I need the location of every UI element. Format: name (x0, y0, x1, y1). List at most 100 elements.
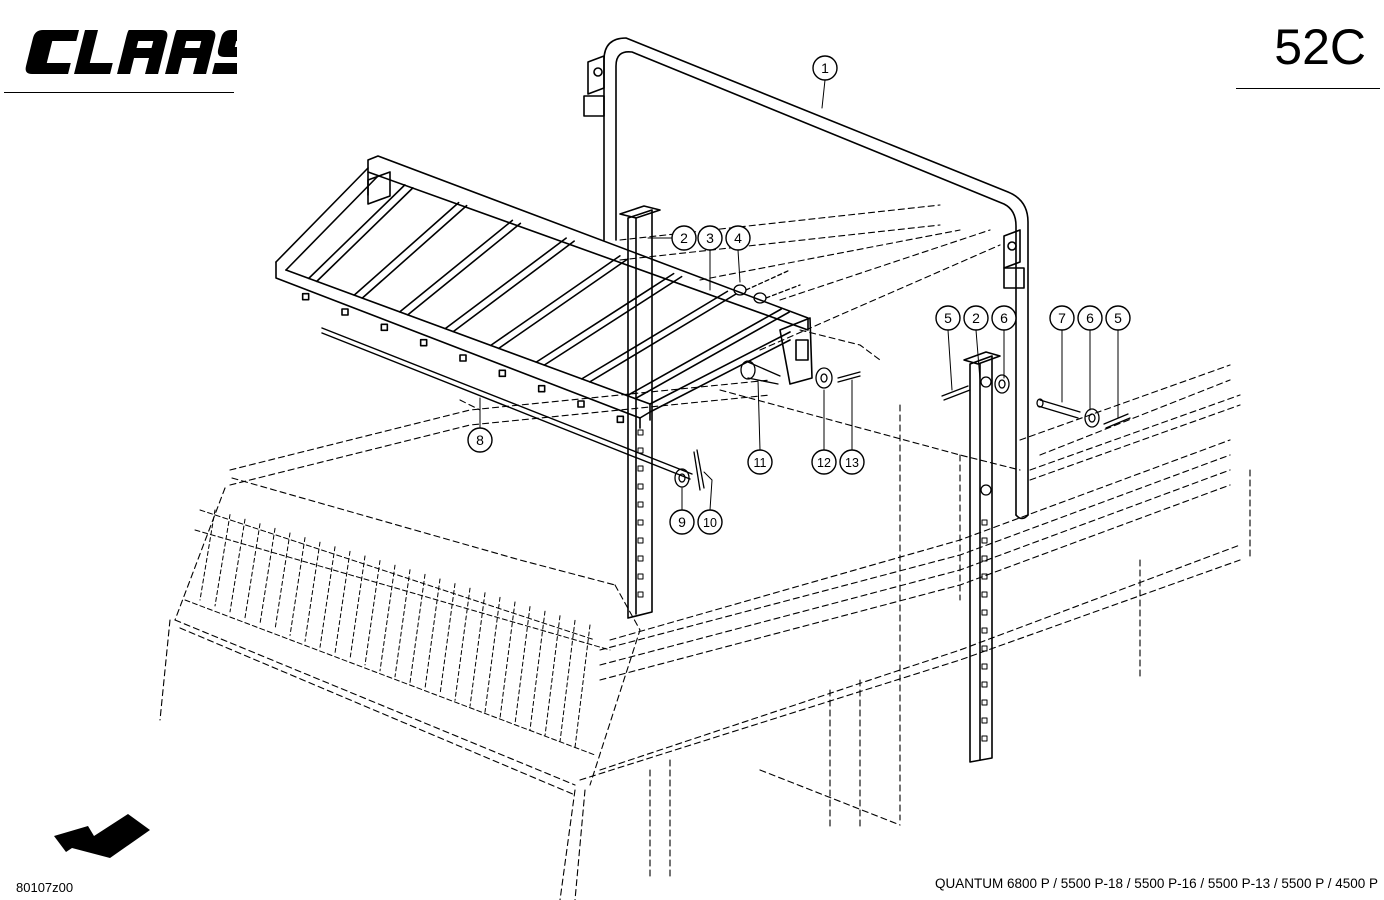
header-rule-right (1236, 88, 1380, 89)
strut-hole (637, 483, 644, 490)
grille-slat (454, 587, 471, 701)
callout-c6a: 6 (991, 305, 1017, 331)
callout-c8: 8 (467, 427, 493, 453)
support-strut-right (963, 351, 1001, 763)
grille-slat (544, 615, 561, 737)
strut-hole (637, 573, 644, 580)
ladder-rung (444, 237, 567, 330)
rail-bolt (577, 400, 585, 408)
grille-slat (229, 518, 246, 613)
grille-slat (364, 560, 381, 666)
callout-circle (747, 449, 773, 475)
rail-bolt (380, 323, 389, 332)
strut-hole (981, 573, 988, 580)
strut-hole (981, 663, 988, 670)
strut-hole (981, 591, 988, 598)
grille-slat (439, 583, 456, 695)
drawing-number: 80107z00 (16, 880, 74, 895)
ladder-rung-edge (543, 275, 683, 366)
callout-c10: 10 (697, 509, 723, 535)
grille-slat (244, 523, 261, 619)
grille-slat (499, 601, 516, 719)
strut-hole (981, 555, 988, 562)
callout-label: 6 (1000, 310, 1008, 326)
model-list: QUANTUM 6800 P / 5500 P-18 / 5500 P-16 /… (934, 876, 1378, 891)
rod (321, 327, 693, 480)
rail-bolt (301, 292, 310, 301)
strut-hole (981, 609, 988, 616)
callout-label: 6 (1086, 310, 1094, 326)
grille-slat (334, 550, 351, 654)
callout-circle (1049, 305, 1075, 331)
strut-hole (981, 537, 988, 544)
strut-hole (637, 429, 644, 436)
grille-slat (394, 569, 411, 678)
strut-hole (981, 681, 988, 688)
strut-hole (981, 627, 988, 634)
callout-label: 2 (972, 310, 980, 326)
callout-c12: 12 (811, 449, 837, 475)
ladder-rung-edge (634, 311, 790, 400)
ladder-rung-edge (406, 222, 522, 316)
callout-c5a: 5 (935, 305, 961, 331)
strut-hole (981, 717, 988, 724)
ladder-rung (353, 201, 460, 296)
grille-slat (274, 532, 291, 630)
ladder-rung-edge (315, 187, 414, 283)
grille-slat (349, 555, 366, 660)
callout-c2a: 2 (671, 225, 697, 251)
ladder-rung (398, 219, 514, 313)
callout-label: 2 (680, 230, 688, 246)
callout-c11: 11 (747, 449, 773, 475)
callout-c7: 7 (1049, 305, 1075, 331)
ladder-rung-edge (588, 293, 737, 383)
page-code: 52C (1274, 19, 1366, 75)
grille-slat (379, 564, 396, 672)
grille-slat (319, 546, 336, 648)
strut-hole (981, 699, 988, 706)
callout-circle (467, 427, 493, 453)
strut-hole (637, 555, 644, 562)
small-parts (674, 269, 1131, 496)
header-rule-left (4, 92, 234, 93)
ladder-rung (580, 290, 729, 380)
callout-circle (1077, 305, 1103, 331)
grille-slat (514, 606, 531, 725)
strut-hole (981, 735, 988, 742)
grille-slat (484, 596, 501, 713)
cab-outline-dashed (159, 204, 1251, 900)
strut-hole (981, 645, 988, 652)
direction-arrow (54, 814, 150, 858)
rail-bolt (537, 384, 546, 393)
ladder-rung-edge (452, 240, 575, 333)
callout-label: 9 (678, 514, 686, 530)
callout-circle (991, 305, 1017, 331)
grille-slats (199, 509, 591, 748)
ladder-rung-edge (361, 204, 468, 299)
callout-circle (697, 509, 723, 535)
ladder-rung-edge (497, 258, 629, 350)
rail-bolt (498, 369, 507, 378)
callout-label: 1 (821, 60, 829, 76)
grille-slat (304, 541, 321, 642)
callout-c3: 3 (697, 225, 723, 251)
callout-circle (669, 509, 695, 535)
grille-slat (409, 573, 426, 684)
callout-c13: 13 (839, 449, 865, 475)
grille-slat (289, 537, 306, 636)
grille-slat (214, 514, 231, 607)
cab-grille-dashed (184, 509, 611, 756)
platform-ladder (275, 155, 813, 429)
callout-c4: 4 (725, 225, 751, 251)
callout-c9: 9 (669, 509, 695, 535)
callout-label: 12 (817, 456, 831, 470)
rail-bolt (419, 338, 428, 347)
callout-circle (963, 305, 989, 331)
callout-c5b: 5 (1105, 305, 1131, 331)
callout-label: 5 (944, 310, 952, 326)
leader-lines (479, 79, 1119, 511)
callout-label: 4 (734, 230, 742, 246)
rail-bolt (459, 354, 467, 362)
strut-hole (637, 519, 644, 526)
